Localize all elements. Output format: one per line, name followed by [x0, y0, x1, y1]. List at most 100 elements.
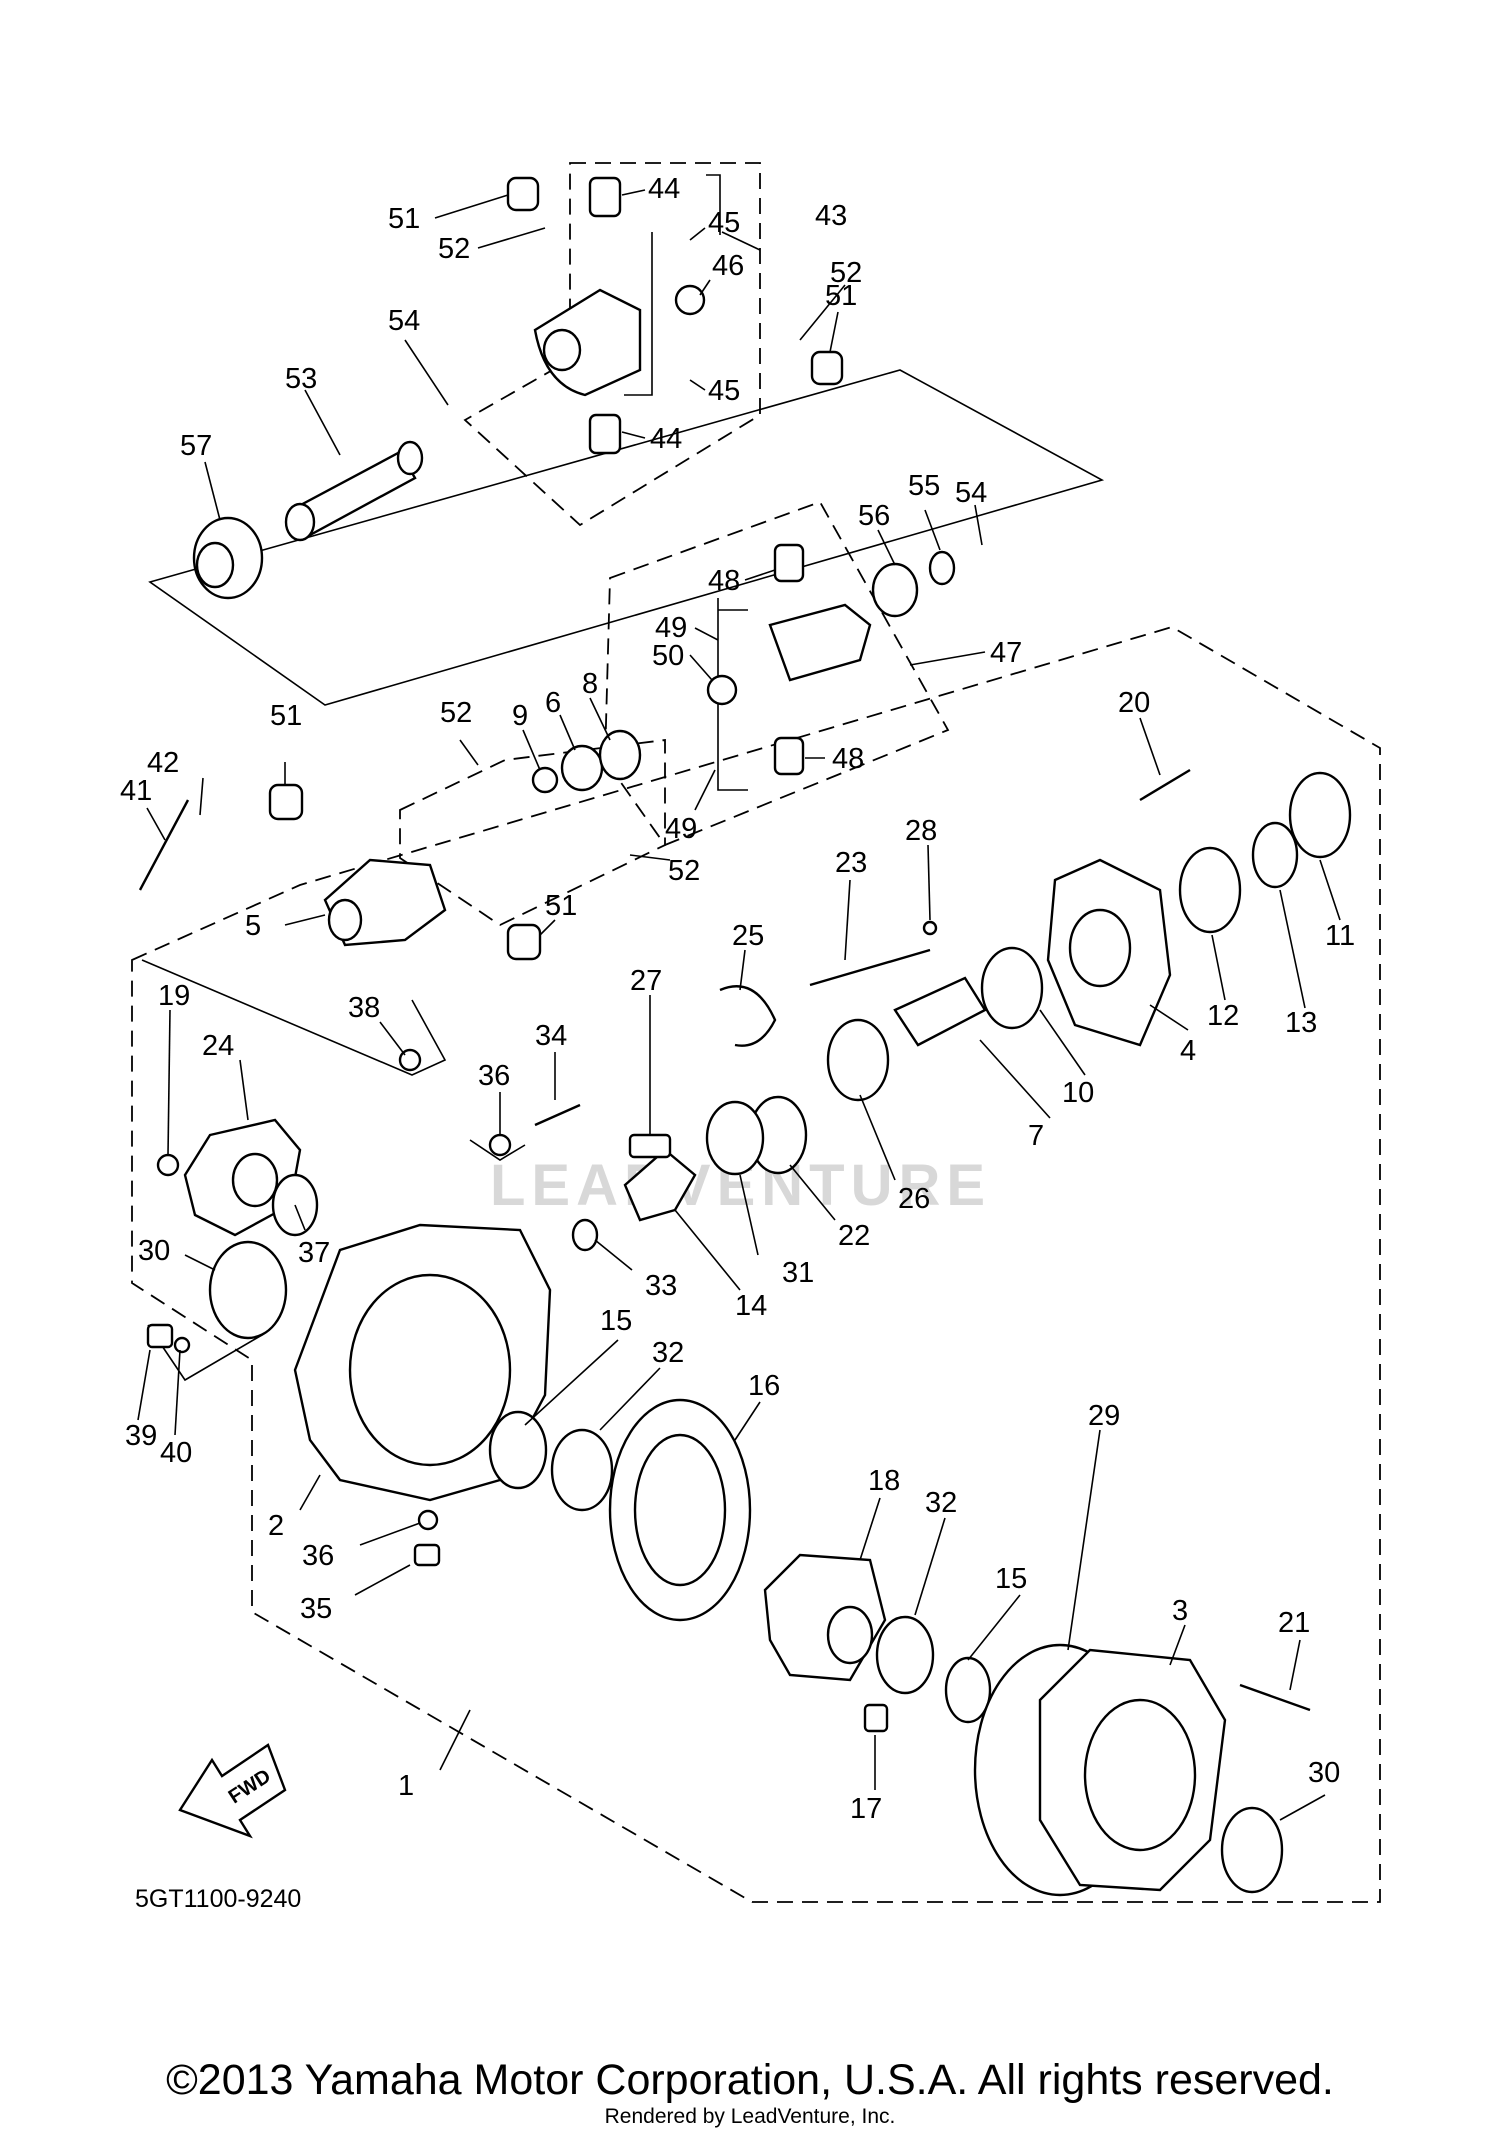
callout-37: 37: [298, 1237, 330, 1269]
coupling-yoke-5: [138, 729, 642, 961]
yoke-group-outline: [399, 738, 666, 927]
callout-7: 7: [1028, 1120, 1044, 1152]
callout-leaders: [137, 189, 1341, 1821]
ring-gear-16-bore: [633, 1433, 727, 1587]
bolt-35: [413, 1543, 441, 1567]
bearing-housing-4: [980, 768, 1352, 1047]
callout-14: 14: [735, 1290, 767, 1322]
callout-35: 35: [300, 1593, 332, 1625]
callout-15: 15: [600, 1305, 632, 1337]
callout-36-b: 36: [302, 1540, 334, 1572]
callout-5: 5: [245, 910, 261, 942]
boot-inner: [195, 541, 235, 589]
callout-16: 16: [748, 1370, 780, 1402]
bolt-20: [1139, 768, 1191, 802]
spider-46: [674, 284, 706, 316]
callout-27: 27: [630, 965, 662, 997]
washer-6: [560, 744, 604, 792]
callout-54-b: 54: [955, 477, 987, 509]
callout-38: 38: [348, 992, 380, 1024]
callout-21: 21: [1278, 1607, 1310, 1639]
boot-57: [192, 516, 264, 600]
universal-joint-47: [706, 543, 956, 776]
callout-52-c: 52: [440, 697, 472, 729]
bracket-43: [706, 174, 721, 235]
callout-24: 24: [202, 1030, 234, 1062]
bushing-33: [571, 1218, 599, 1252]
callout-15-b: 15: [995, 1563, 1027, 1595]
case-2-bore: [348, 1273, 512, 1467]
callout-36: 36: [478, 1060, 510, 1092]
o-ring-9: [531, 766, 559, 794]
bolt-21: [1239, 1683, 1311, 1712]
callout-48: 48: [708, 565, 740, 597]
callout-30-b: 30: [1308, 1757, 1340, 1789]
callout-49: 49: [655, 612, 687, 644]
callout-44-b: 44: [650, 423, 682, 455]
callout-51-d: 51: [545, 890, 577, 922]
bracket-44: [624, 232, 653, 396]
callout-56: 56: [858, 500, 890, 532]
callout-41: 41: [120, 775, 152, 807]
bearing-30-right: [1220, 1806, 1284, 1894]
motor-24-shaft: [231, 1152, 279, 1208]
plug-39: [146, 1323, 174, 1349]
callout-1: 1: [398, 1770, 414, 1802]
callout-45-b: 45: [708, 375, 740, 407]
callout-18: 18: [868, 1465, 900, 1497]
bolt-17: [863, 1703, 889, 1733]
washer-36-top: [488, 1133, 512, 1157]
differential-18-hub: [826, 1605, 874, 1665]
callout-39: 39: [125, 1420, 157, 1452]
callout-53: 53: [285, 363, 317, 395]
cover-3-bore: [1083, 1698, 1197, 1852]
callout-20: 20: [1118, 687, 1150, 719]
fwd-arrow-icon: [178, 1743, 287, 1839]
universal-joint-43: [506, 176, 844, 455]
drawing-code: 5GT1100-9240: [135, 1885, 301, 1913]
switch-34: [534, 1103, 581, 1127]
callout-48-b: 48: [832, 743, 864, 775]
ujoint-group-47-outline: [604, 500, 950, 847]
callout-22: 22: [838, 1220, 870, 1252]
callout-12: 12: [1207, 1000, 1239, 1032]
bushing-51-lower: [506, 923, 542, 961]
callout-52-b: 52: [830, 257, 862, 289]
callout-28: 28: [905, 815, 937, 847]
washer-40: [173, 1336, 191, 1354]
callout-17: 17: [850, 1793, 882, 1825]
callout-32-b: 32: [925, 1487, 957, 1519]
bearing-cup-44-bottom: [588, 413, 622, 455]
callout-52-d: 52: [668, 855, 700, 887]
yoke-47: [768, 603, 872, 682]
callout-49-b: 49: [665, 813, 697, 845]
o-ring-10: [980, 946, 1044, 1030]
bearing-cup-44-top: [588, 176, 622, 218]
callout-29: 29: [1088, 1400, 1120, 1432]
pinion-shaft-7: [893, 976, 987, 1047]
callout-54: 54: [388, 305, 420, 337]
bearing-31: [705, 1100, 765, 1176]
shaft-outline: [148, 369, 1105, 706]
bearing-32-left: [550, 1428, 614, 1512]
shaft-23: [809, 948, 931, 987]
callout-25: 25: [732, 920, 764, 952]
oil-seal-11: [1288, 771, 1352, 859]
bearing-32-right: [875, 1615, 935, 1695]
callout-32: 32: [652, 1337, 684, 1369]
callout-13: 13: [1285, 1007, 1317, 1039]
o-ring-28: [922, 920, 938, 936]
bearing-cup-48-top: [773, 543, 805, 583]
callout-3: 3: [1172, 1595, 1188, 1627]
bushing-51-left: [268, 783, 304, 821]
callout-19: 19: [158, 980, 190, 1012]
callout-51: 51: [388, 203, 420, 235]
sensor-line: [141, 959, 447, 1076]
callout-42: 42: [147, 747, 179, 779]
callout-46: 46: [712, 250, 744, 282]
yoke-bore: [542, 328, 582, 372]
screw-19: [156, 1153, 180, 1177]
callout-55: 55: [908, 470, 940, 502]
housing-4-bore: [1068, 908, 1132, 988]
